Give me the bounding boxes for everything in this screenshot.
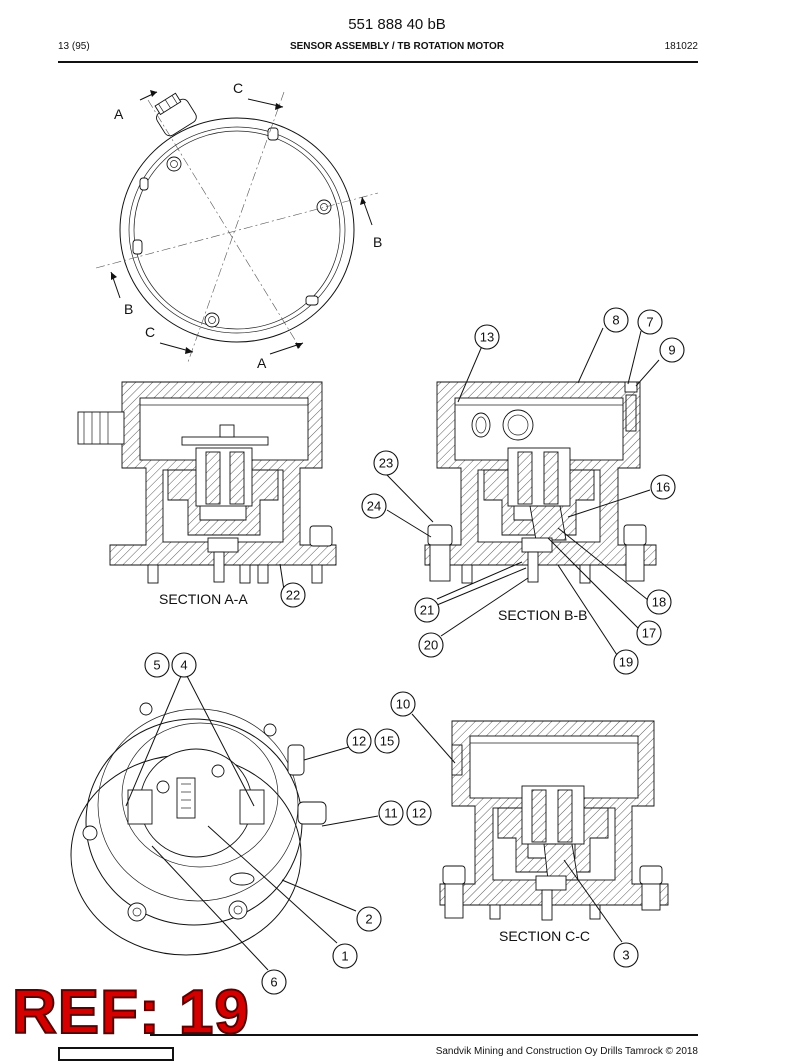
svg-text:5: 5	[153, 658, 160, 673]
svg-text:6: 6	[270, 975, 277, 990]
callout-22: 22	[280, 582, 306, 608]
callout-24: 24	[361, 493, 387, 519]
svg-text:17: 17	[642, 626, 656, 641]
header-rule	[58, 61, 698, 63]
svg-text:21: 21	[420, 603, 434, 618]
callout-15: 15	[374, 728, 400, 754]
footer-copyright: Sandvik Mining and Construction Oy Drill…	[435, 1046, 698, 1057]
section-b-b-drawing	[424, 381, 657, 584]
callout-12-lower: 12	[406, 800, 432, 826]
section-c-c-label: SECTION C-C	[499, 928, 590, 944]
isometric-view	[70, 702, 327, 956]
section-mark-c-top: C	[233, 80, 243, 96]
company-logo	[58, 1047, 174, 1061]
svg-text:23: 23	[379, 456, 393, 471]
ref-tag: REF: 19	[11, 978, 250, 1047]
svg-text:8: 8	[612, 313, 619, 328]
callout-7: 7	[637, 309, 663, 335]
callout-4: 4	[171, 652, 197, 678]
callout-10: 10	[390, 691, 416, 717]
page-number: 13 (95)	[58, 41, 90, 52]
section-b-b-label: SECTION B-B	[498, 607, 587, 623]
section-mark-c-bottom: C	[145, 324, 155, 340]
callout-18: 18	[646, 589, 672, 615]
callout-3: 3	[613, 942, 639, 968]
svg-text:11: 11	[384, 806, 398, 821]
section-mark-a-top: A	[114, 106, 124, 122]
svg-text:18: 18	[652, 595, 666, 610]
svg-text:13: 13	[480, 330, 494, 345]
callout-17: 17	[636, 620, 662, 646]
page-title: SENSOR ASSEMBLY / TB ROTATION MOTOR	[289, 41, 505, 52]
callout-16: 16	[650, 474, 676, 500]
callout-12-upper: 12	[346, 728, 372, 754]
callout-21: 21	[414, 597, 440, 623]
callout-6: 6	[261, 969, 287, 995]
callout-1: 1	[332, 943, 358, 969]
callout-5: 5	[144, 652, 170, 678]
section-a-a-drawing	[77, 381, 337, 584]
leader-lines	[125, 327, 660, 971]
section-mark-b-left: B	[124, 301, 133, 317]
svg-text:22: 22	[286, 588, 300, 603]
svg-text:9: 9	[668, 343, 675, 358]
footer-rule	[150, 1034, 698, 1036]
svg-text:1: 1	[341, 949, 348, 964]
callout-8: 8	[603, 307, 629, 333]
callout-9: 9	[659, 337, 685, 363]
section-c-c-drawing	[439, 720, 669, 921]
svg-text:16: 16	[656, 480, 670, 495]
svg-text:7: 7	[646, 315, 653, 330]
svg-text:15: 15	[380, 734, 394, 749]
section-mark-b-right: B	[373, 234, 382, 250]
svg-text:10: 10	[396, 697, 410, 712]
svg-text:20: 20	[424, 638, 438, 653]
section-mark-a-bottom: A	[257, 355, 267, 371]
svg-text:4: 4	[180, 658, 187, 673]
section-a-a-label: SECTION A-A	[159, 591, 248, 607]
document-number: 551 888 40 bB	[348, 16, 446, 33]
svg-text:12: 12	[352, 734, 366, 749]
callout-11: 11	[378, 800, 404, 826]
callout-2: 2	[356, 906, 382, 932]
top-view	[95, 90, 379, 363]
callout-23: 23	[373, 450, 399, 476]
callout-13: 13	[474, 324, 500, 350]
svg-text:24: 24	[367, 499, 381, 514]
svg-text:2: 2	[365, 912, 372, 927]
svg-text:19: 19	[619, 655, 633, 670]
svg-text:3: 3	[622, 948, 629, 963]
svg-text:12: 12	[412, 806, 426, 821]
document-code: 181022	[664, 41, 698, 52]
callout-19: 19	[613, 649, 639, 675]
callout-20: 20	[418, 632, 444, 658]
